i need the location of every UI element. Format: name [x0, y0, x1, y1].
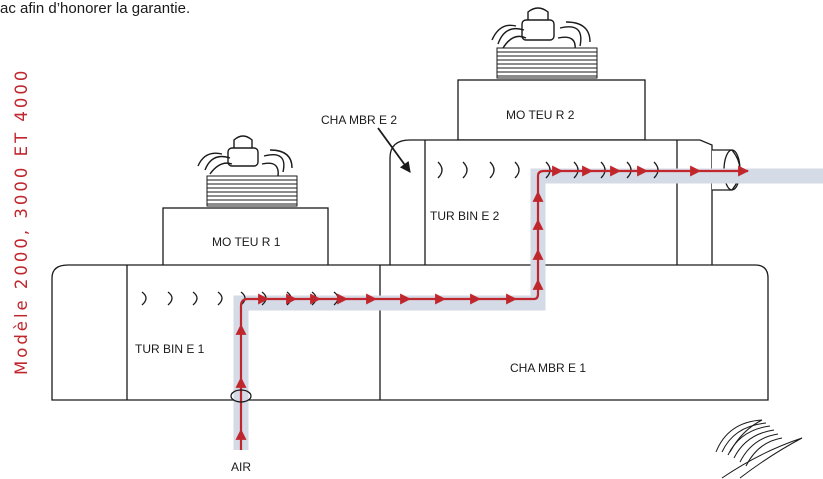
brand-swoosh-logo [715, 419, 803, 479]
motor-1-coil [206, 175, 298, 207]
motor-1-fan-icon [197, 135, 293, 177]
chambre-2-pointer [377, 127, 411, 173]
upper-housing [389, 139, 713, 268]
label-chambre-2: CHA MBR E 2 [321, 113, 397, 127]
lower-housing [51, 264, 769, 401]
airflow-path [235, 165, 750, 450]
motor-2-box [457, 79, 646, 141]
motor-2-fan-icon [491, 7, 591, 51]
label-turbine-2: TUR BIN E 2 [430, 209, 500, 223]
label-turbine-1: TUR BIN E 1 [135, 342, 205, 356]
air-inlet-ring [230, 389, 252, 403]
motor-2-coil [496, 47, 598, 79]
header-text-fragment: ac afin d’honorer la garantie. [0, 0, 191, 17]
label-chambre-1: CHA MBR E 1 [510, 361, 586, 375]
label-moteur-2: MO TEU R 2 [506, 108, 575, 122]
label-air: AIR [231, 460, 251, 474]
label-moteur-1: MO TEU R 1 [212, 235, 281, 249]
